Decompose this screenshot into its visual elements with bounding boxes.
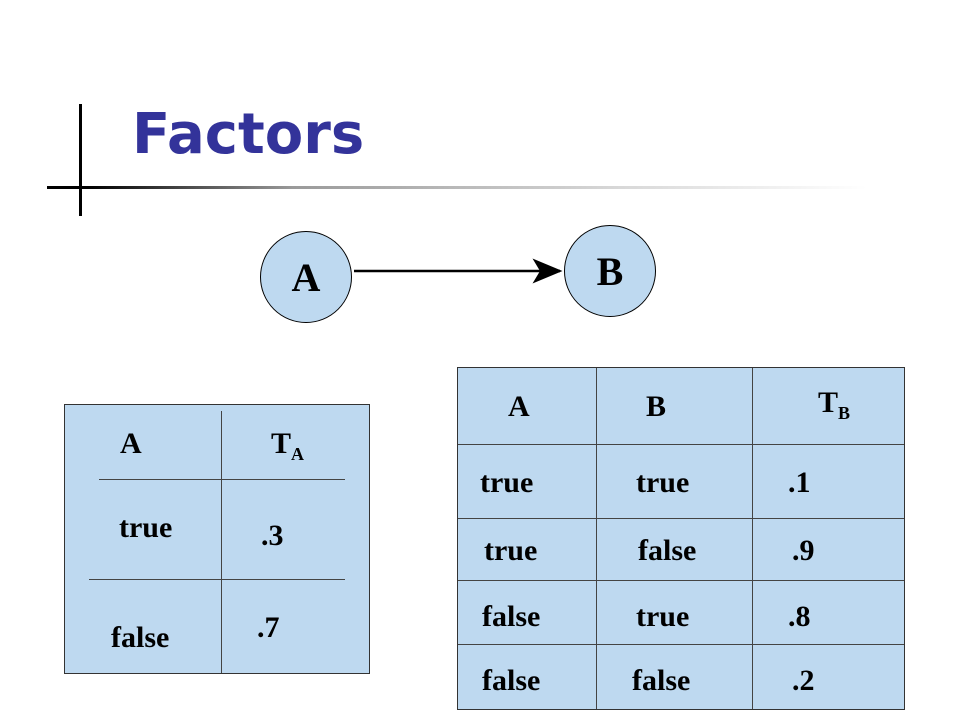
slide-title: Factors <box>132 102 365 167</box>
factor-table-b-column-divider-1 <box>596 368 597 709</box>
factor-table-b-header-t-sub: B <box>838 403 851 423</box>
factor-table-a-header-t-main: T <box>271 427 292 460</box>
graph-node-a: A <box>260 231 352 323</box>
factor-table-a: A TA true .3 false .7 <box>64 404 370 674</box>
factor-table-b-row-divider-2 <box>458 580 904 581</box>
factor-table-b-header-b: B <box>646 390 667 423</box>
factor-table-a-row-2-a: false <box>111 621 170 654</box>
factor-table-a-header-divider <box>99 479 345 480</box>
title-horizontal-rule <box>47 186 867 189</box>
factor-table-b-row-1-t: .1 <box>788 466 811 499</box>
factor-table-b-row-1-a: true <box>480 466 534 499</box>
factor-table-b-row-2-t: .9 <box>792 534 815 567</box>
factor-table-b-row-3-a: false <box>482 600 541 633</box>
factor-table-a-column-divider <box>221 411 222 673</box>
factor-table-a-header-a: A <box>120 427 142 460</box>
factor-table-a-row-2-t: .7 <box>257 611 280 644</box>
factor-table-b-row-4-a: false <box>482 664 541 697</box>
factor-table-b-row-2-b: false <box>638 534 697 567</box>
factor-table-a-row-divider <box>89 579 345 580</box>
graph-node-b-label: B <box>596 248 624 294</box>
factor-table-b: A B TB true true .1 true false .9 false … <box>457 367 905 710</box>
factor-table-b-row-3-b: true <box>636 600 690 633</box>
factor-table-b-header-divider <box>458 444 904 445</box>
factor-table-b-row-2-a: true <box>484 534 538 567</box>
factor-table-a-header-t-sub: A <box>291 444 305 464</box>
factor-table-b-row-4-t: .2 <box>792 664 815 697</box>
graph-node-b: B <box>564 225 656 317</box>
title-vertical-rule <box>79 104 82 216</box>
factor-table-a-header-t: TA <box>271 427 304 465</box>
factor-table-b-row-divider-1 <box>458 518 904 519</box>
factor-table-b-row-3-t: .8 <box>788 600 811 633</box>
factor-table-b-row-divider-3 <box>458 644 904 645</box>
factor-table-b-column-divider-2 <box>752 368 753 709</box>
factor-table-a-row-1-t: .3 <box>261 519 284 552</box>
factor-table-b-header-a: A <box>508 390 530 423</box>
factor-table-a-row-1-a: true <box>119 511 173 544</box>
graph-node-a-label: A <box>291 254 321 300</box>
factor-table-b-row-1-b: true <box>636 466 690 499</box>
factor-table-b-row-4-b: false <box>632 664 691 697</box>
factor-table-b-header-t: TB <box>818 386 850 424</box>
factor-table-b-header-t-main: T <box>818 386 839 419</box>
